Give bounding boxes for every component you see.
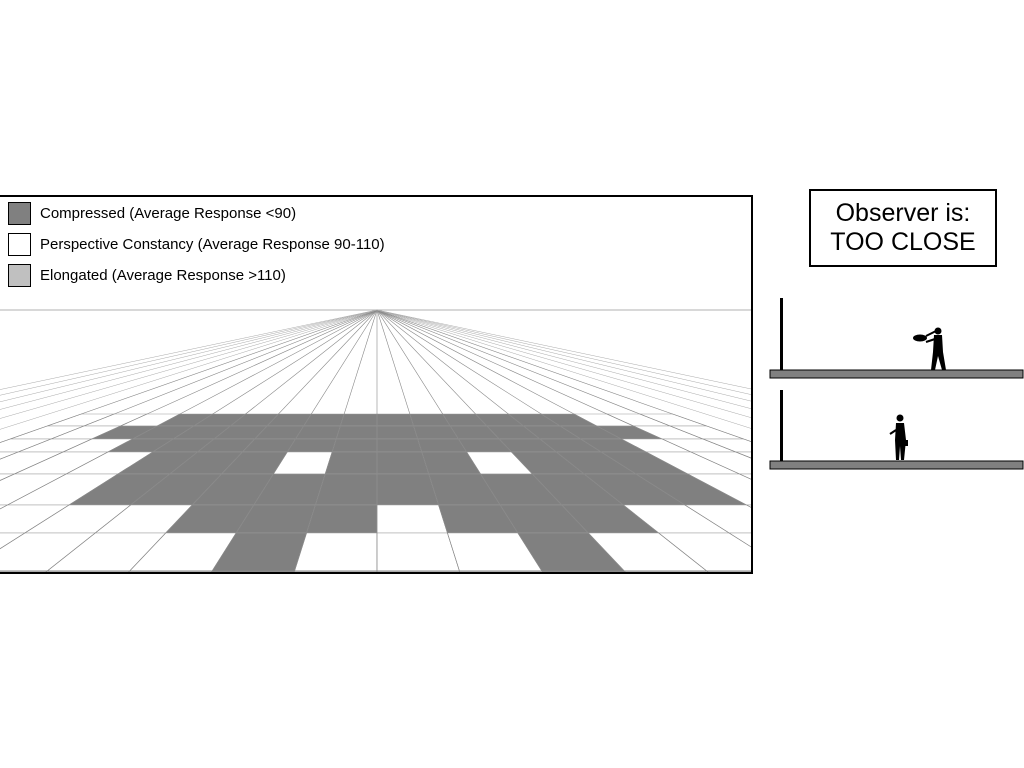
- vanishing-line: [128, 309, 378, 572]
- perspective-grid-panel: Compressed (Average Response <90) Perspe…: [0, 195, 753, 574]
- grid-cell: [306, 504, 378, 534]
- legend-label-compressed: Compressed (Average Response <90): [40, 205, 297, 222]
- vanishing-line: [376, 309, 751, 480]
- grid-cell: [335, 425, 378, 440]
- vanishing-line: [376, 309, 751, 418]
- grid-cell: [314, 473, 378, 506]
- legend-item-elongated: Elongated (Average Response >110): [8, 263, 385, 288]
- lower-floor: [769, 460, 1024, 470]
- person-figure-icon: [889, 414, 908, 460]
- legend-swatch-elongated: [8, 264, 31, 287]
- grid-cell: [376, 504, 448, 534]
- vanishing-line: [0, 309, 378, 443]
- grid-cell: [417, 438, 468, 453]
- grid-cell: [376, 413, 415, 427]
- perspective-grid: [0, 309, 751, 572]
- grid-cell: [339, 413, 378, 427]
- observer-status-heading: Observer is:: [835, 199, 971, 227]
- grid-cell: [376, 425, 419, 440]
- vanishing-line: [376, 309, 751, 402]
- vanishing-line: [376, 309, 751, 429]
- vanishing-line: [0, 309, 378, 510]
- upper-wall: [780, 298, 783, 378]
- vanishing-line: [0, 309, 378, 550]
- grid-cell: [0, 504, 8, 510]
- observer-side-view: [769, 298, 1024, 470]
- grid-cell: [0, 451, 19, 460]
- grid-cell: [0, 532, 97, 572]
- lower-wall: [780, 390, 783, 462]
- vanishing-line: [0, 309, 378, 403]
- legend-swatch-constancy: [8, 233, 31, 256]
- grid-cell: [376, 438, 423, 453]
- vanishing-line: [45, 309, 378, 572]
- vanishing-line: [0, 309, 378, 390]
- grid-cell: [293, 532, 378, 572]
- observer-status-value: TOO CLOSE: [830, 228, 976, 256]
- vanishing-line: [376, 309, 751, 390]
- grid-cell: [331, 438, 378, 453]
- vanishing-line: [376, 309, 751, 508]
- legend-swatch-compressed: [8, 202, 31, 225]
- grid-cell: [376, 451, 430, 475]
- vanishing-line: [376, 309, 751, 442]
- vanishing-line: [293, 309, 378, 572]
- grid-cell: [324, 451, 378, 475]
- upper-floor: [769, 369, 1024, 379]
- vanishing-line: [376, 309, 751, 459]
- vanishing-line: [0, 309, 378, 430]
- observer-status-box: Observer is: TOO CLOSE: [809, 189, 997, 267]
- vanishing-line: [376, 309, 751, 548]
- legend-label-constancy: Perspective Constancy (Average Response …: [40, 236, 385, 253]
- vanishing-line: [376, 309, 461, 572]
- vanishing-line: [211, 309, 378, 572]
- grid-cell: [376, 473, 440, 506]
- grid-cell: [286, 438, 337, 453]
- vanishing-line: [376, 309, 751, 395]
- vanishing-line: [376, 309, 626, 572]
- vanishing-line: [0, 309, 378, 410]
- observer-figure-icon: [913, 327, 946, 370]
- legend-item-constancy: Perspective Constancy (Average Response …: [8, 232, 385, 257]
- vanishing-line: [0, 309, 378, 419]
- legend: Compressed (Average Response <90) Perspe…: [8, 201, 385, 294]
- legend-item-compressed: Compressed (Average Response <90): [8, 201, 385, 226]
- vanishing-line: [376, 309, 543, 572]
- grid-cell: [376, 532, 461, 572]
- vanishing-line: [376, 309, 751, 409]
- vanishing-line: [0, 309, 378, 396]
- legend-label-elongated: Elongated (Average Response >110): [40, 267, 286, 284]
- vanishing-line: [376, 309, 709, 572]
- vanishing-line: [0, 309, 378, 481]
- vanishing-line: [0, 309, 378, 460]
